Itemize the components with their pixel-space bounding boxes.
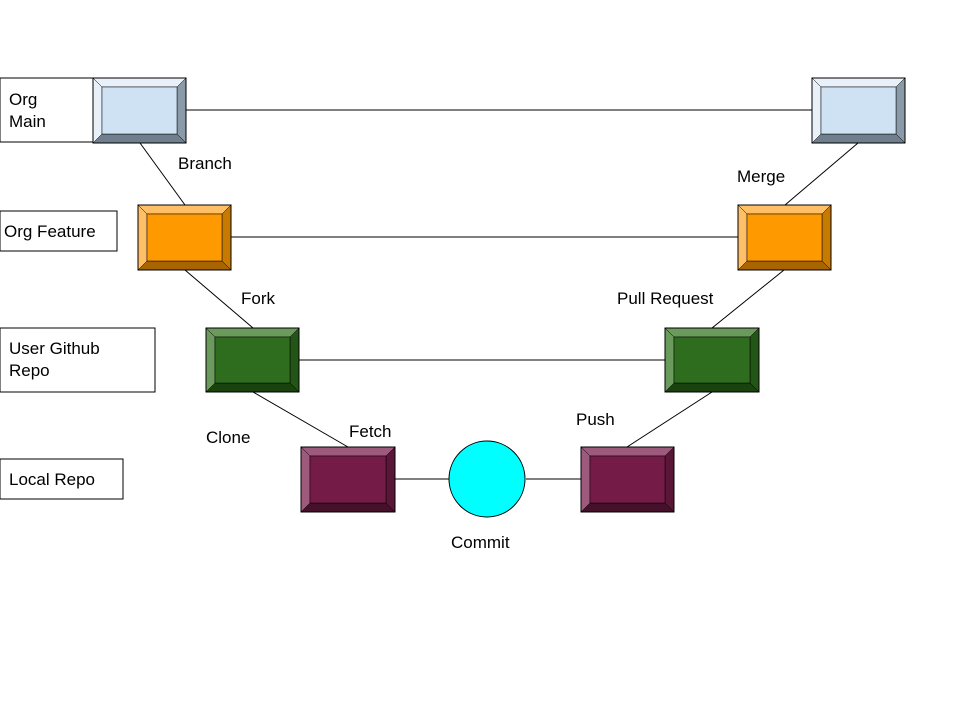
user-repo-right-node	[664, 327, 760, 393]
lane-label-org-feature: Org Feature	[0, 210, 118, 252]
org-main-right-node	[811, 77, 906, 144]
pull-request-line	[711, 269, 785, 329]
fetch-label: Fetch	[349, 422, 392, 441]
local-repo-right-node	[580, 446, 675, 513]
lane-label-local-repo-text: Local Repo	[9, 470, 95, 489]
branch-line	[139, 142, 186, 206]
clone-label: Clone	[206, 428, 250, 447]
lane-labels: Org Main Org Feature User Github Repo Lo…	[0, 77, 156, 500]
repo-nodes	[92, 77, 906, 513]
lane-label-org-main-line1: Org	[9, 90, 37, 109]
lane-label-org-feature-text: Org Feature	[4, 222, 96, 241]
push-line	[626, 391, 713, 448]
org-feature-right-node	[737, 204, 832, 271]
connectors	[139, 109, 859, 480]
lane-label-user-repo-line1: User Github	[9, 339, 100, 358]
clone-line	[252, 391, 349, 448]
commit-circle	[448, 440, 526, 518]
lane-label-user-repo: User Github Repo	[0, 327, 156, 393]
lane-label-user-repo-line2: Repo	[9, 361, 50, 380]
merge-label: Merge	[737, 167, 785, 186]
lane-label-local-repo: Local Repo	[0, 458, 124, 500]
org-feature-left-node	[137, 204, 232, 271]
merge-line	[784, 142, 859, 206]
fork-label: Fork	[241, 289, 276, 308]
fork-line	[184, 269, 254, 329]
pull-request-label: Pull Request	[617, 289, 714, 308]
action-labels: Branch Merge Fork Pull Request Clone Fet…	[178, 154, 785, 552]
lane-label-org-main-line2: Main	[9, 112, 46, 131]
local-repo-left-node	[300, 446, 396, 513]
lane-label-org-main: Org Main	[0, 77, 95, 143]
commit-label: Commit	[451, 533, 510, 552]
push-label: Push	[576, 410, 615, 429]
user-repo-left-node	[205, 327, 300, 393]
org-main-left-node	[92, 77, 187, 144]
branch-label: Branch	[178, 154, 232, 173]
